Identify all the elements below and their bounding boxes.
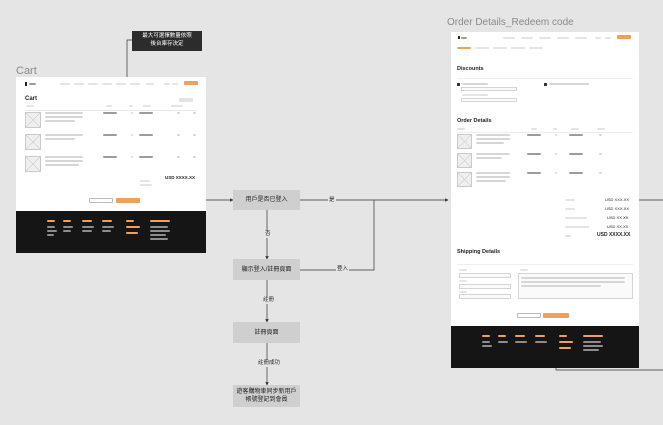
checkout-button[interactable] <box>116 198 140 203</box>
cart-row <box>25 156 197 176</box>
back-button[interactable] <box>517 313 541 318</box>
order-table-header <box>457 128 633 133</box>
node-login-register-page: 顯示登入/註冊頁面 <box>233 259 300 280</box>
node-logged-in-check: 用戶是否已登入 <box>233 190 300 210</box>
redeem-code-input[interactable] <box>461 87 517 91</box>
edge-label-register: 註冊 <box>262 297 276 304</box>
shipping-name-field[interactable] <box>459 273 511 278</box>
grand-total: USD XXXX.XX <box>597 232 631 238</box>
header-button[interactable] <box>617 35 631 39</box>
order-row <box>457 172 633 190</box>
cart-top-action[interactable] <box>179 98 193 102</box>
order-frame-title: Order Details_Redeem code <box>447 17 574 28</box>
continue-shopping-button[interactable] <box>89 198 113 203</box>
cart-frame-title: Cart <box>16 65 37 77</box>
order-totals: USD XXX.XX USD XXX.XX USD XX.XX USD XX.X… <box>563 197 633 239</box>
cart-frame: Cart <box>16 77 206 253</box>
node-sync-cart-line2: 帳號登記到會員 <box>245 397 288 403</box>
discount-value: USD XX.XX <box>607 215 629 220</box>
cart-table-header <box>25 105 197 111</box>
cart-row <box>25 134 197 154</box>
order-footer <box>451 326 639 368</box>
product-thumbnail <box>25 134 41 150</box>
order-frame: Discounts Order Details <box>451 32 639 368</box>
discount-section <box>457 78 633 109</box>
edge-label-login: 登入 <box>336 266 350 273</box>
shipping-section <box>457 264 633 299</box>
shipping-details-heading: Shipping Details <box>457 249 501 255</box>
node-register-page: 註冊頁面 <box>233 322 300 343</box>
discounts-heading: Discounts <box>457 66 484 72</box>
stock-note-line2: 後台庫存決定 <box>150 40 184 47</box>
logo <box>458 36 460 39</box>
login-edge <box>300 200 375 271</box>
subtotal-value: USD XXX.XX <box>605 197 630 202</box>
cart-total: USD XXXX.XX <box>165 175 196 180</box>
redeem-code-radio[interactable] <box>457 83 460 86</box>
cart-page-heading: Cart <box>25 96 38 102</box>
logo <box>25 82 27 86</box>
header-button[interactable] <box>184 81 198 85</box>
order-row <box>457 153 633 171</box>
product-thumbnail <box>25 112 41 128</box>
shipping-value: USD XXX.XX <box>605 206 630 211</box>
product-thumbnail <box>457 153 472 168</box>
node-sync-cart-line1: 遊客購物車同步新用戶 <box>236 389 297 395</box>
cart-row <box>25 112 197 132</box>
submit-order-button[interactable] <box>543 313 569 318</box>
node-sync-cart: 遊客購物車同步新用戶 帳號登記到會員 <box>233 385 300 407</box>
cart-footer <box>16 211 206 253</box>
edge-label-register-success: 註冊成功 <box>257 360 282 367</box>
cart-header <box>16 77 206 89</box>
shipping-email-field[interactable] <box>459 294 511 299</box>
product-thumbnail <box>457 134 472 149</box>
order-details-heading: Order Details <box>457 118 492 124</box>
stock-note-line1: 最大可選擇數量依照 <box>142 33 192 39</box>
coupon-radio[interactable] <box>544 83 547 86</box>
redeem-value: USD XX.XX <box>607 224 629 229</box>
product-thumbnail <box>25 156 41 172</box>
promo-code-input[interactable] <box>461 98 517 102</box>
product-thumbnail <box>457 172 472 187</box>
order-row <box>457 134 633 152</box>
edge-label-no: 否 <box>264 231 272 238</box>
shipping-phone-field[interactable] <box>459 284 511 289</box>
stock-note: 最大可選擇數量依照 後台庫存決定 <box>132 31 202 51</box>
edge-label-yes: 是 <box>328 197 336 204</box>
